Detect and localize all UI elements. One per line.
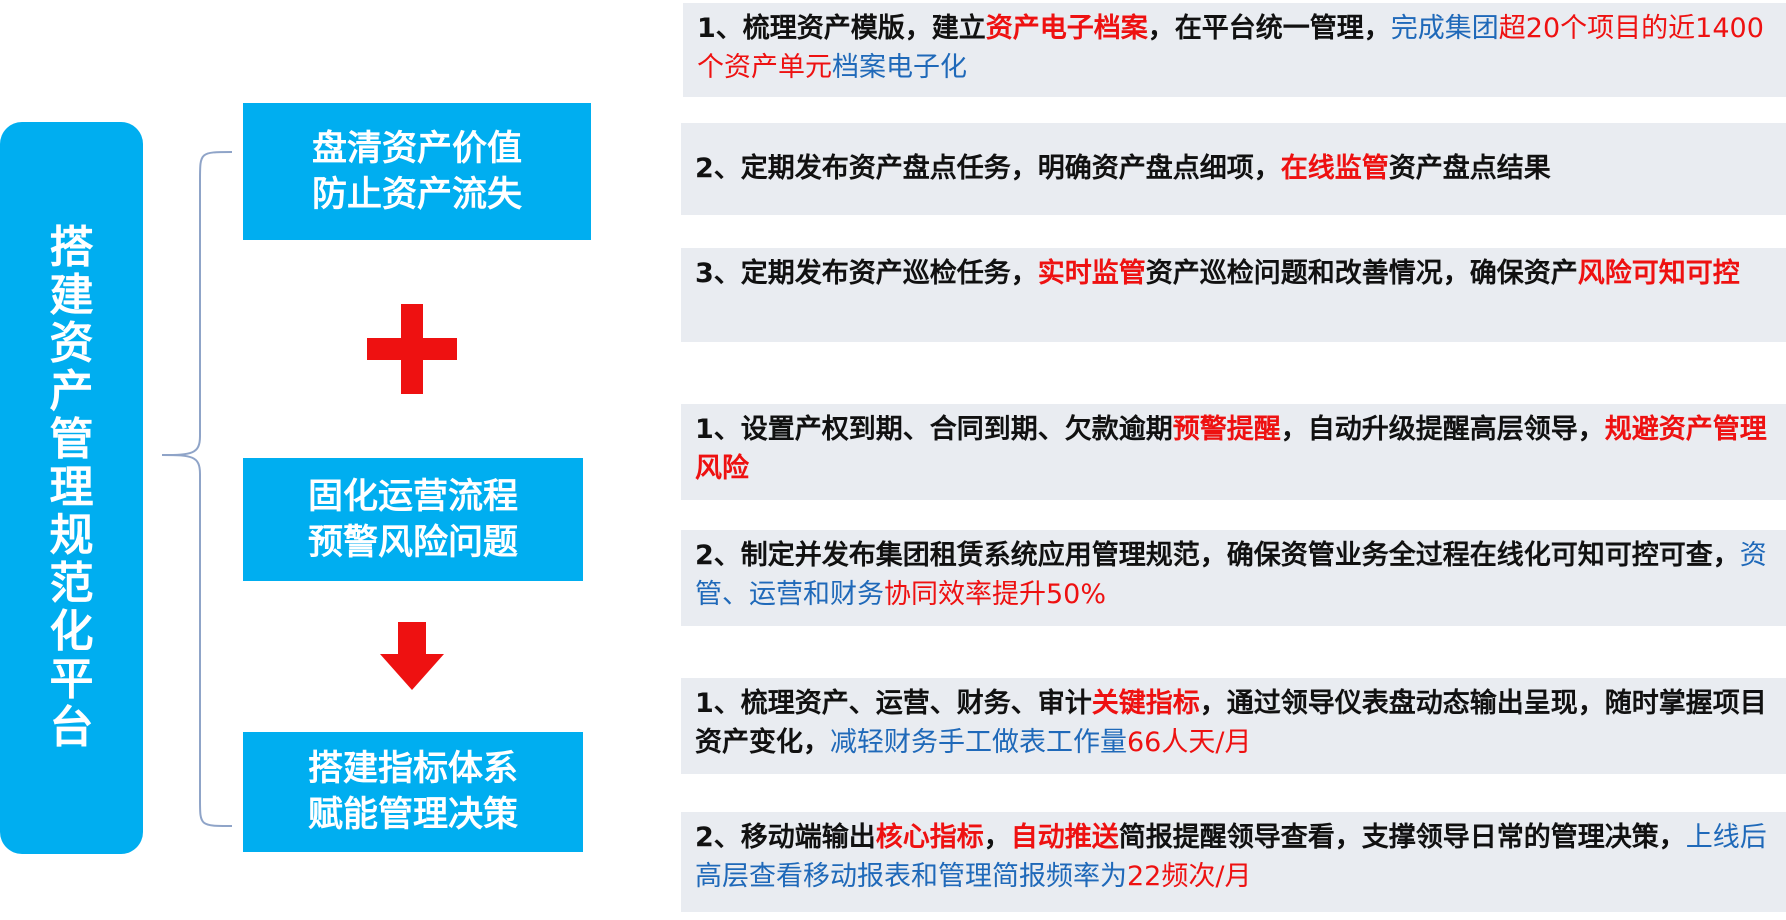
text-segment: 完成集团 <box>1390 13 1499 44</box>
box-line: 搭建指标体系 <box>307 749 518 789</box>
text-segment: 关键指标 <box>1091 688 1200 719</box>
text-segment: ，通过领导仪表盘动态输出呈现，随时掌握项目资产变化， <box>695 688 1767 758</box>
item-mobile: 2、移动端输出核心指标，自动推送简报提醒领导查看，支撑领导日常的管理决策，上线后… <box>681 812 1786 912</box>
text-segment: 规避资产管理风险 <box>695 414 1767 484</box>
text-segment: 22频次/月 <box>1127 861 1252 892</box>
text-segment: 档案电子化 <box>832 52 967 83</box>
text-segment: 协同效率提升50% <box>884 579 1107 610</box>
text-segment: 3、定期发布资产巡检任务， <box>695 258 1038 289</box>
title-char: 台 <box>49 702 94 753</box>
text-segment: 资管、运营和财务 <box>695 540 1767 610</box>
text-segment: 1、设置产权到期、合同到期、欠款逾期 <box>695 414 1173 445</box>
title-char: 规 <box>49 510 94 561</box>
box-line: 赋能管理决策 <box>307 795 518 835</box>
text-segment: 2、定期发布资产盘点任务，明确资产盘点细项， <box>695 153 1281 184</box>
text-segment: 66人天/月 <box>1127 727 1252 758</box>
item-dashboard: 1、梳理资产、运营、财务、审计关键指标，通过领导仪表盘动态输出呈现，随时掌握项目… <box>681 678 1786 774</box>
text-segment: 实时监管 <box>1037 258 1146 289</box>
title-char: 资 <box>49 318 94 369</box>
text-segment: 减轻财务手工做表工作量 <box>830 727 1127 758</box>
text-segment: 简报提醒领导查看，支撑领导日常的管理决策， <box>1118 822 1686 853</box>
text-segment: ， <box>983 822 1011 853</box>
text-segment: 超20个项目的近1400个资产单元 <box>697 13 1764 83</box>
title-char: 产 <box>49 366 94 417</box>
text-segment: 资产盘点结果 <box>1388 153 1551 184</box>
text-segment: 在线监管 <box>1280 153 1389 184</box>
box-line: 预警风险问题 <box>307 522 518 563</box>
box-line: 固化运营流程 <box>307 476 518 517</box>
box-line: 防止资产流失 <box>311 174 522 215</box>
item-standard: 2、制定并发布集团租赁系统应用管理规范，确保资管业务全过程在线化可知可控可查，资… <box>681 530 1786 626</box>
item-archive: 1、梳理资产模版，建立资产电子档案，在平台统一管理，完成集团超20个项目的近14… <box>683 3 1786 97</box>
text-segment: 1、梳理资产模版，建立 <box>697 13 986 44</box>
text-segment: 资产巡检问题和改善情况，确保资产 <box>1145 258 1578 289</box>
text-segment: 2、制定并发布集团租赁系统应用管理规范，确保资管业务全过程在线化可知可控可查， <box>695 540 1740 571</box>
text-segment: ，在平台统一管理， <box>1147 13 1391 44</box>
process-box: 固化运营流程 预警风险问题 <box>243 458 583 581</box>
text-segment: 核心指标 <box>875 822 984 853</box>
title-char: 管 <box>49 414 94 465</box>
curly-brace-icon <box>161 151 233 827</box>
arrow-down-icon <box>380 622 444 690</box>
text-segment: 2、移动端输出 <box>695 822 876 853</box>
item-warning: 1、设置产权到期、合同到期、欠款逾期预警提醒，自动升级提醒高层领导，规避资产管理… <box>681 404 1786 500</box>
title-char: 化 <box>49 606 94 657</box>
title-char: 平 <box>49 654 94 705</box>
title-char: 建 <box>49 270 94 321</box>
plus-icon <box>367 304 457 394</box>
text-segment: 预警提醒 <box>1172 414 1281 445</box>
title-char: 搭 <box>49 222 94 273</box>
text-segment: 上线后高层查看移动报表和管理简报频率为 <box>695 822 1767 892</box>
text-segment: 风险可知可控 <box>1577 258 1740 289</box>
text-segment: ，自动升级提醒高层领导， <box>1280 414 1605 445</box>
item-inventory: 2、定期发布资产盘点任务，明确资产盘点细项，在线监管资产盘点结果 <box>681 123 1786 215</box>
text-segment: 1、梳理资产、运营、财务、审计 <box>695 688 1092 719</box>
box-line: 盘清资产价值 <box>311 128 522 169</box>
text-segment: 自动推送 <box>1010 822 1119 853</box>
item-inspection: 3、定期发布资产巡检任务，实时监管资产巡检问题和改善情况，确保资产风险可知可控 <box>681 248 1786 342</box>
title-char: 范 <box>49 558 94 609</box>
value-box: 盘清资产价值 防止资产流失 <box>243 103 591 240</box>
indicator-box: 搭建指标体系 赋能管理决策 <box>243 732 583 852</box>
title-char: 理 <box>49 462 94 513</box>
platform-title-bar: 搭 建 资 产 管 理 规 范 化 平 台 <box>0 122 143 854</box>
text-segment: 资产电子档案 <box>985 13 1148 44</box>
